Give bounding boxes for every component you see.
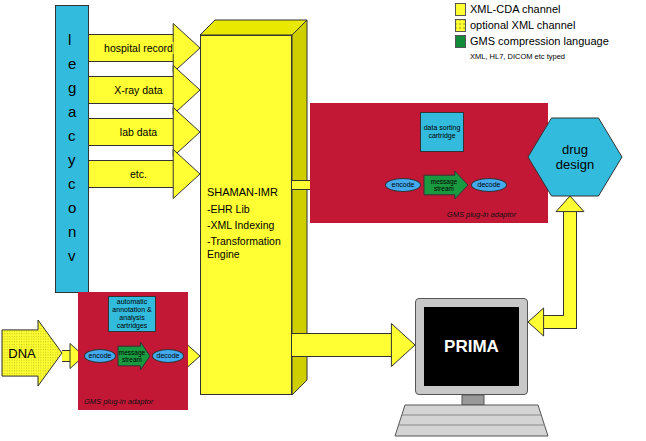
legend-text: GMS compression language: [470, 35, 609, 48]
channel-arrow: [89, 108, 200, 157]
keyboard-keys: [399, 425, 545, 426]
message-arrow: message stream: [118, 342, 150, 370]
message-arrow-text: message stream: [424, 178, 464, 192]
arrow-shaft: [89, 77, 174, 103]
channel-arrow: [89, 24, 200, 73]
encode-oval-text: encode: [89, 352, 112, 360]
arrow-shaft: [543, 211, 570, 322]
channel-arrow: [292, 324, 415, 367]
adaptor-region: GMS plug-in adaptor data sorting cartridg…: [310, 103, 548, 223]
arrow-head: [556, 196, 584, 212]
repository-box-text: -Transformation Engine: [207, 235, 288, 261]
arrow-outline: [89, 76, 174, 104]
encode-oval-text: encode: [392, 181, 415, 189]
repository-box-text: -XML Indexing: [207, 219, 288, 232]
computer-monitor-text: PRIMA: [424, 307, 519, 386]
channel-arrow: [89, 150, 200, 199]
decode-oval: decode: [471, 178, 507, 192]
repository-box-text: -EHR Lib: [207, 203, 288, 216]
repository-box-text: SHAMAN-IMR: [207, 186, 288, 199]
cartridge-box: automatic annotation & analysis cartridg…: [108, 296, 156, 332]
legend-row: GMS compression language: [455, 35, 609, 48]
decode-oval-text: decode: [157, 352, 180, 360]
message-arrow-shape: [424, 171, 468, 199]
legend-row: XML-CDA channel: [455, 3, 561, 16]
cartridge-box-text: automatic annotation & analysis cartridg…: [111, 298, 153, 330]
message-arrow-text: message stream: [118, 349, 146, 363]
legend-swatch-fill: [456, 20, 466, 32]
computer-monitor: PRIMA: [415, 298, 528, 395]
arrow-outline: [543, 211, 570, 322]
legend-text: optional XML channel: [470, 19, 575, 32]
hexagon-text: drug design: [548, 142, 602, 172]
edge-label-holder: hospital record: [103, 42, 174, 54]
channel-arrow: [89, 66, 200, 115]
arrow-outline: [89, 160, 174, 188]
decode-oval-text: decode: [478, 181, 501, 189]
legend-swatch: [455, 35, 466, 48]
arrow-head: [173, 150, 200, 199]
monitor-stand: [462, 395, 484, 405]
arrow-head: [173, 66, 200, 115]
legend-swatch: [455, 19, 466, 32]
arrow-outline: [89, 34, 174, 62]
legend-text: XML-CDA channel: [470, 3, 561, 16]
legacy-bar: legacy conv: [55, 5, 89, 293]
adaptor-region-text: GMS plug-in adaptor: [447, 210, 516, 219]
cartridge-box-text: data sorting cartridge: [423, 124, 461, 140]
arrow-shaft: [89, 119, 174, 145]
arrow-outline: [292, 333, 392, 357]
edge-label-holder: lab data: [119, 126, 158, 138]
edge-label: X-ray data: [113, 84, 163, 96]
edge-label: hospital record: [103, 42, 174, 54]
encode-oval: encode: [385, 178, 421, 192]
hexagon: drug design: [528, 118, 622, 196]
box-top-face: [200, 20, 307, 35]
input-arrow-text: DNA: [8, 346, 35, 361]
keyboard: [395, 405, 548, 436]
edge-label-holder: etc.: [129, 168, 148, 180]
message-arrow: message stream: [424, 171, 468, 199]
message-arrow-shape: [118, 342, 150, 370]
arrow-head: [528, 308, 544, 336]
legend-swatch: [455, 3, 466, 16]
keyboard-keys: [402, 415, 541, 416]
edge-label: lab data: [119, 126, 158, 138]
arrow-shaft: [89, 161, 174, 187]
cartridge-box: data sorting cartridge: [420, 112, 464, 152]
arrow-head: [186, 344, 200, 369]
legend-note: XML, HL7, DICOM etc typed: [470, 52, 565, 61]
encode-oval: encode: [84, 349, 116, 363]
legacy-bar-text: legacy conv: [68, 28, 69, 268]
hexagon-shape: [528, 118, 622, 196]
input-arrow-shape: [2, 320, 62, 386]
edge-label-holder: X-ray data: [113, 84, 163, 96]
arrow-head: [391, 324, 415, 367]
decode-oval: decode: [152, 349, 184, 363]
arrow-shaft: [292, 334, 392, 356]
adaptor-region-text: GMS plug-in adaptor: [84, 397, 153, 406]
edge-label: etc.: [129, 168, 148, 180]
arrow-head: [173, 108, 200, 157]
arrow-outline: [89, 118, 174, 146]
arrow-head: [173, 24, 200, 73]
adaptor-region: GMS plug-in adaptor automatic annotation …: [78, 292, 188, 410]
arrow-shaft: [89, 35, 174, 61]
input-arrow: DNA: [2, 320, 62, 386]
repository-box: SHAMAN-IMR -EHR Lib -XML Indexing -Transfor…: [200, 35, 292, 395]
legend-row: optional XML channel: [455, 19, 575, 32]
